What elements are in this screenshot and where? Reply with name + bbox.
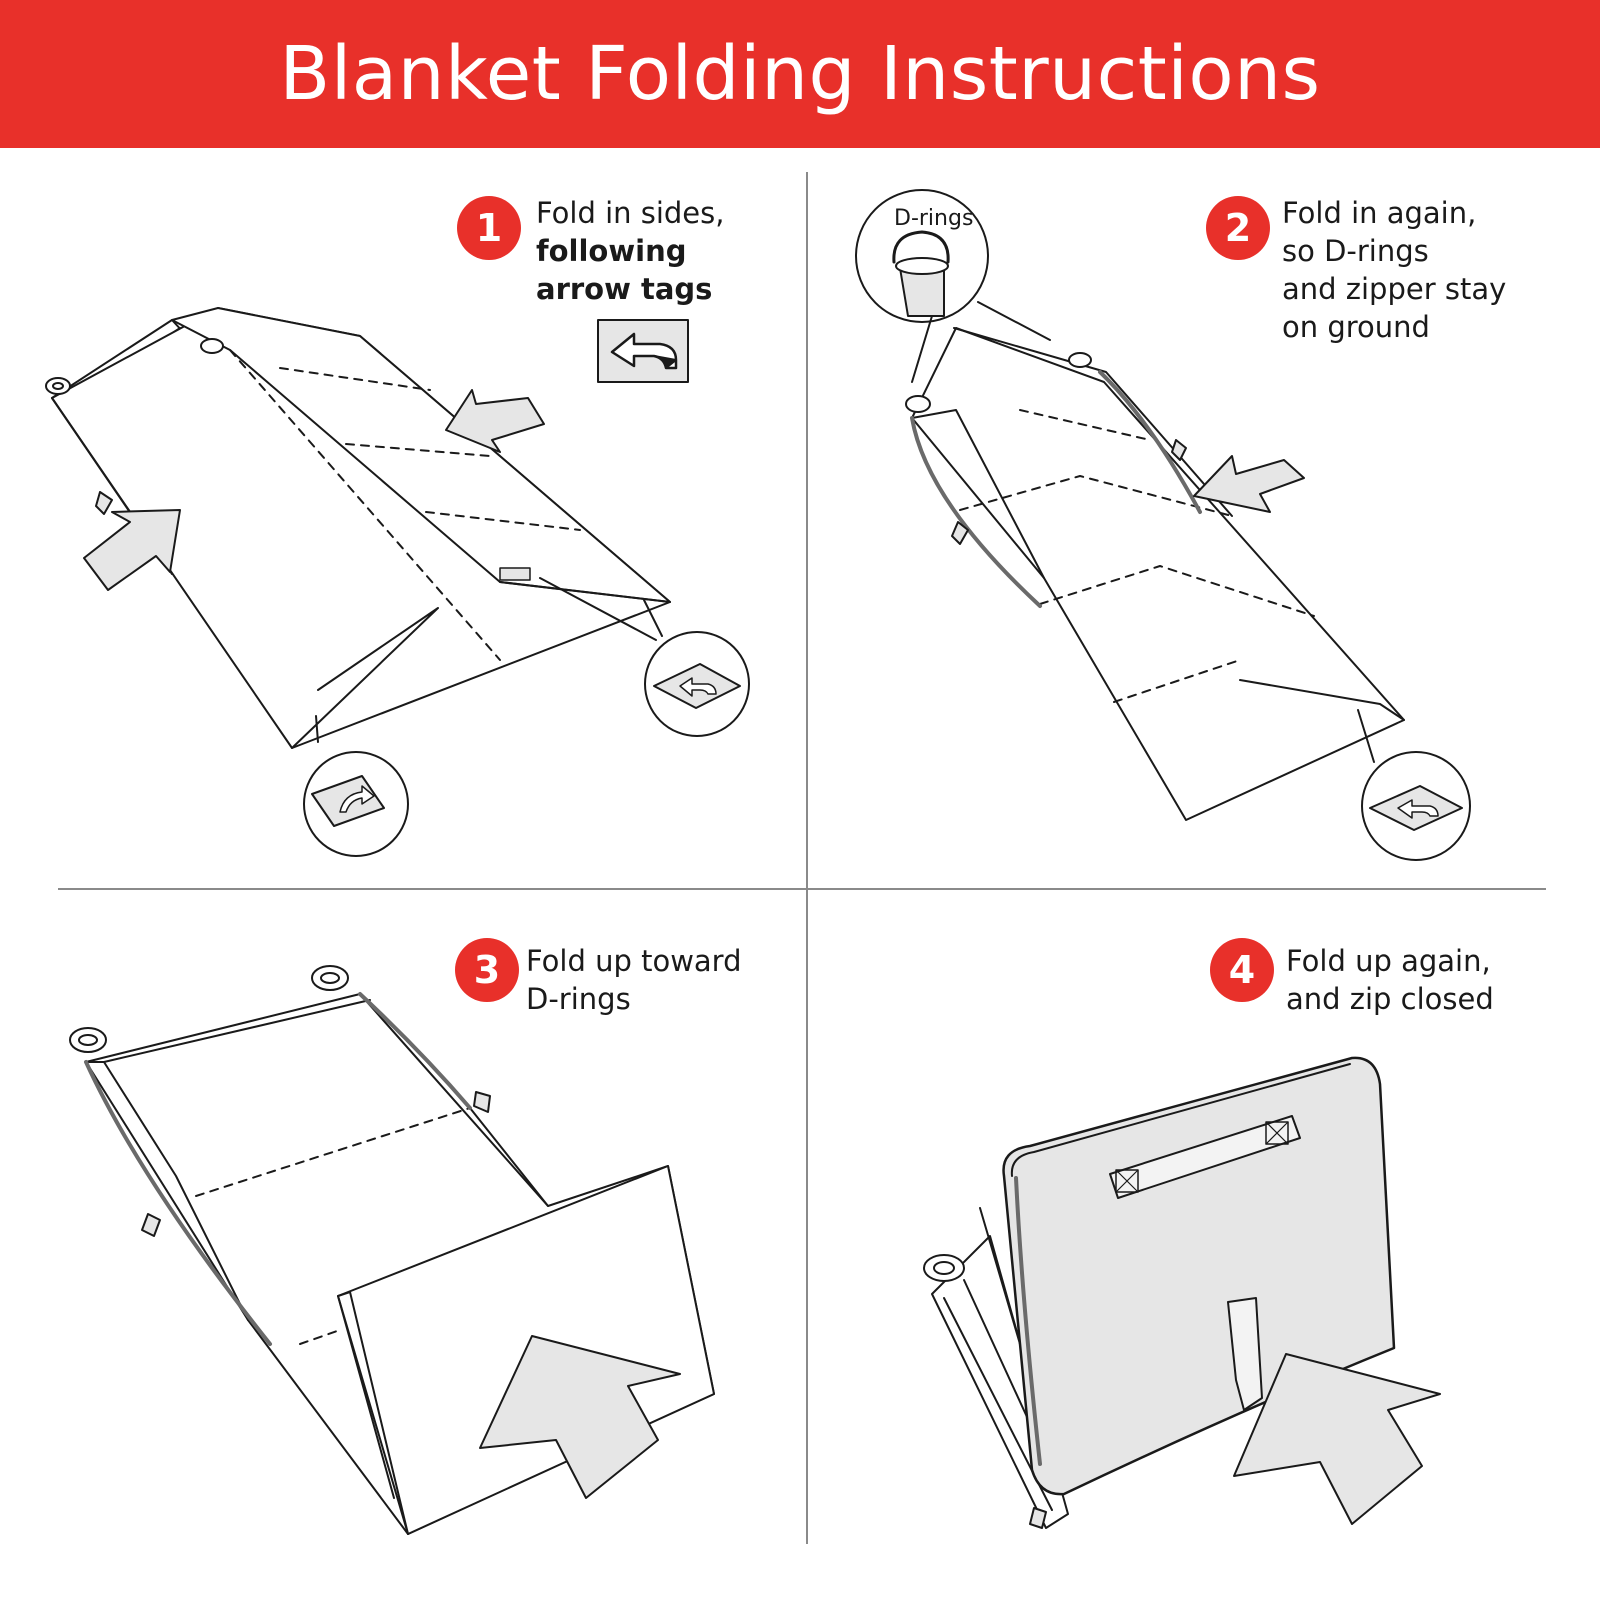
step-4-badge: 4	[1210, 938, 1274, 1002]
step-3-text: Fold up toward D-rings	[526, 942, 742, 1018]
zipper-icon	[95, 491, 113, 515]
title-banner: Blanket Folding Instructions	[0, 0, 1600, 148]
d-ring-icon	[45, 338, 224, 395]
panel-3-illustration	[69, 965, 715, 1535]
step-1-line-3: arrow tags	[536, 272, 713, 306]
step-2-badge: 2	[1206, 196, 1270, 260]
page-title: Blanket Folding Instructions	[279, 31, 1321, 117]
d-rings-callout-label: D-rings	[894, 206, 974, 231]
panel-2-illustration	[855, 189, 1471, 861]
step-3-line-1: Fold up toward	[526, 944, 742, 978]
step-4-line-2: and zip closed	[1286, 982, 1494, 1016]
step-1-text: Fold in sides, following arrow tags	[536, 194, 724, 308]
horizontal-divider	[58, 888, 1546, 890]
step-2-line-3: and zipper stay	[1282, 272, 1507, 306]
step-2-text: Fold in again, so D-rings and zipper sta…	[1282, 194, 1506, 346]
step-1-line-2: following	[536, 234, 687, 268]
step-4-text: Fold up again, and zip closed	[1286, 942, 1494, 1018]
step-3-badge: 3	[455, 938, 519, 1002]
fold-arrow-icon	[83, 389, 545, 591]
step-2-line-4: on ground	[1282, 310, 1430, 344]
panel-1-illustration	[45, 307, 750, 857]
step-2-line-2: so D-rings	[1282, 234, 1429, 268]
step-1-badge: 1	[457, 196, 521, 260]
step-4-line-1: Fold up again,	[1286, 944, 1491, 978]
panel-4-illustration	[923, 1056, 1441, 1529]
step-2-line-1: Fold in again,	[1282, 196, 1477, 230]
arrow-tag-icon	[597, 319, 689, 383]
step-3-line-2: D-rings	[526, 982, 631, 1016]
vertical-divider	[806, 172, 808, 1544]
step-1-line-1: Fold in sides,	[536, 196, 725, 230]
